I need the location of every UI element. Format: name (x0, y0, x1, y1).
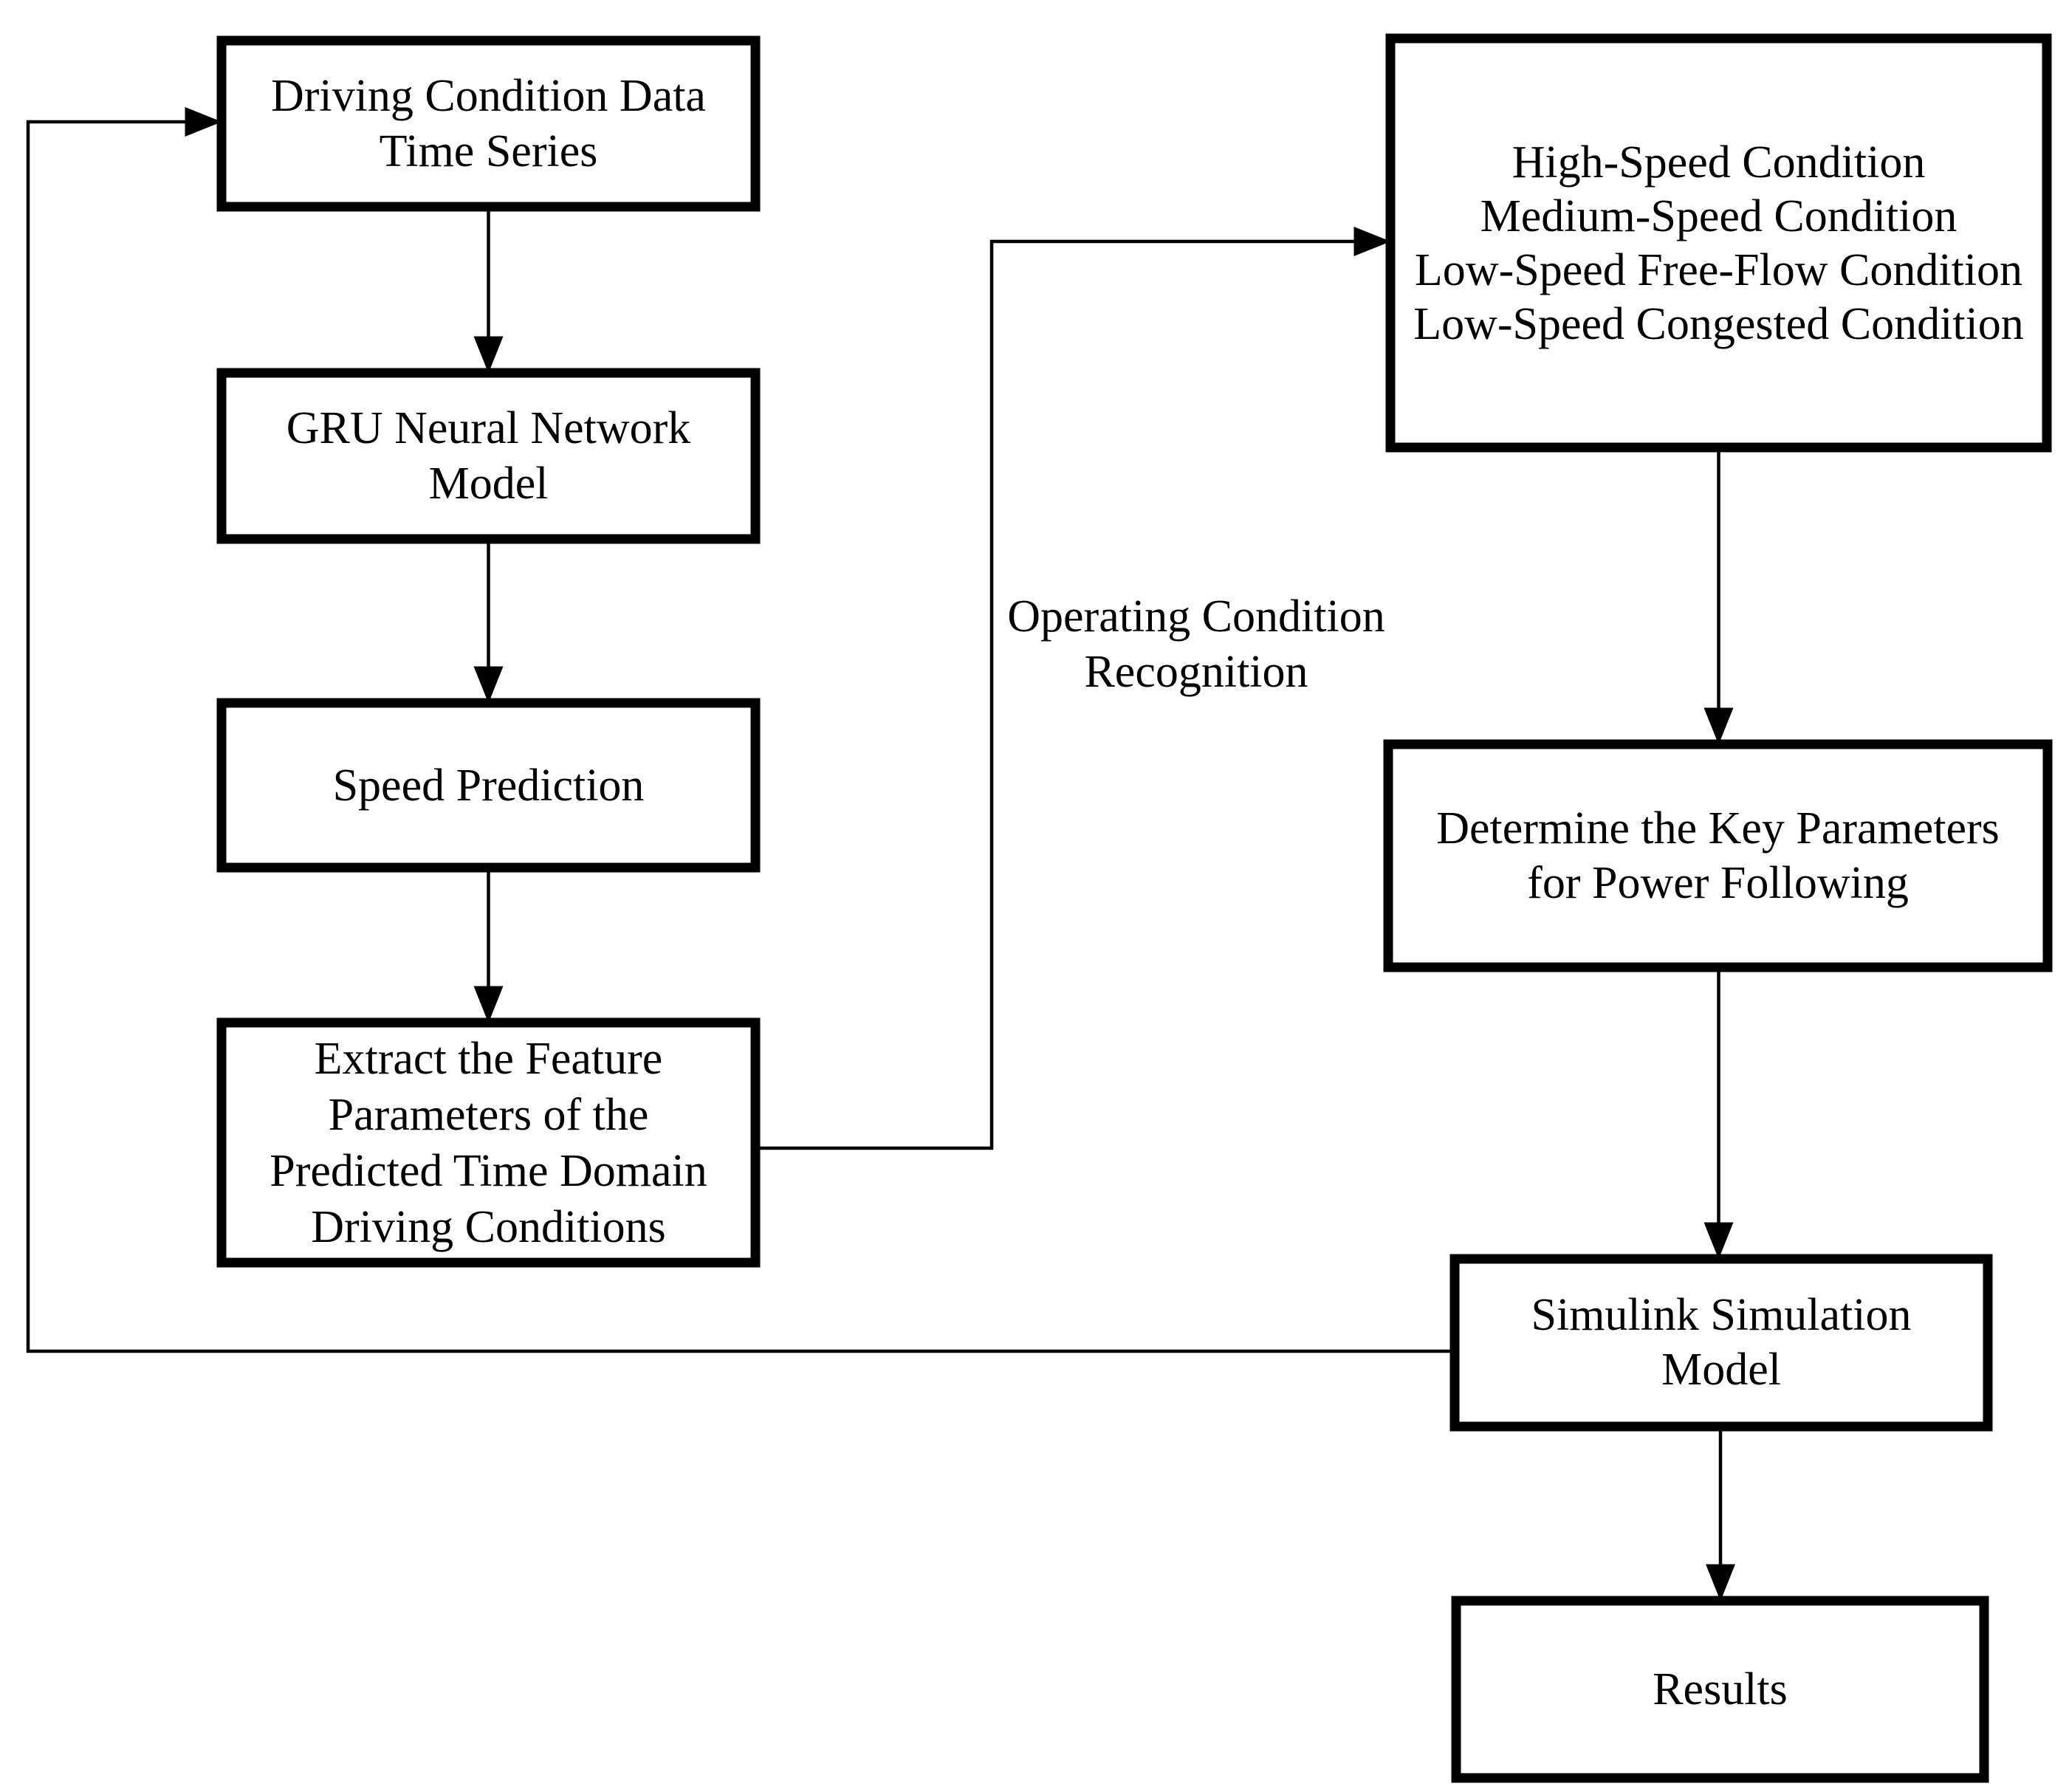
node-determine-key-parameters: Determine the Key Parameters for Power F… (1383, 739, 2053, 972)
node-speed-conditions: High-Speed Condition Medium-Speed Condit… (1385, 33, 2052, 453)
feedback-line-simulink-to-driving-data (26, 107, 1455, 1353)
node-simulink-simulation-model-box (1449, 1254, 1993, 1432)
node-results-box (1451, 1596, 1989, 1783)
node-driving-condition-data-label: Driving Condition Data (271, 71, 706, 121)
edge-label-operating-condition-recognition: Operating Condition Recognition (1007, 591, 1385, 697)
node-results-label: Results (1653, 1664, 1788, 1714)
node-determine-key-parameters-label: for Power Following (1527, 858, 1909, 908)
node-speed-conditions-label: Low-Speed Congested Condition (1413, 299, 2024, 349)
node-extract-feature-parameters: Extract the Feature Parameters of the Pr… (216, 1017, 761, 1268)
node-determine-key-parameters-label: Determine the Key Parameters (1436, 803, 2000, 854)
node-extract-feature-parameters-label: Driving Conditions (311, 1202, 666, 1252)
node-gru-neural-network-model: GRU Neural Network Model (216, 368, 761, 544)
node-extract-feature-parameters-label: Parameters of the (329, 1090, 649, 1140)
node-simulink-simulation-model-label: Simulink Simulation (1531, 1290, 1911, 1340)
node-gru-neural-network-model-label: Model (429, 459, 549, 509)
node-speed-prediction-box (216, 698, 761, 873)
node-gru-neural-network-model-box (216, 368, 761, 544)
node-extract-feature-parameters-label: Extract the Feature (315, 1034, 663, 1084)
node-speed-prediction-label: Speed Prediction (333, 761, 645, 811)
node-driving-condition-data-box (216, 35, 761, 212)
node-speed-conditions-box (1385, 33, 2052, 453)
node-extract-feature-parameters-box (216, 1017, 761, 1268)
node-speed-conditions-label: High-Speed Condition (1512, 137, 1926, 188)
node-simulink-simulation-model: Simulink Simulation Model (1449, 1254, 1993, 1432)
node-speed-prediction: Speed Prediction (216, 698, 761, 873)
edge-label-operating-condition-recognition-text: Operating Condition (1007, 591, 1385, 642)
node-results: Results (1451, 1596, 1989, 1783)
node-driving-condition-data: Driving Condition Data Time Series (216, 35, 761, 212)
edge-label-operating-condition-recognition-text: Recognition (1084, 647, 1308, 697)
node-simulink-simulation-model-label: Model (1661, 1345, 1781, 1395)
node-speed-conditions-label: Low-Speed Free-Flow Condition (1415, 245, 2022, 295)
node-speed-conditions-label: Medium-Speed Condition (1480, 191, 1958, 241)
node-driving-condition-data-label: Time Series (380, 126, 598, 176)
node-gru-neural-network-model-label: GRU Neural Network (286, 403, 691, 453)
arrow-extract-features-to-conditions (755, 227, 1391, 1150)
node-extract-feature-parameters-label: Predicted Time Domain (270, 1146, 707, 1196)
node-determine-key-parameters-box (1383, 739, 2053, 972)
